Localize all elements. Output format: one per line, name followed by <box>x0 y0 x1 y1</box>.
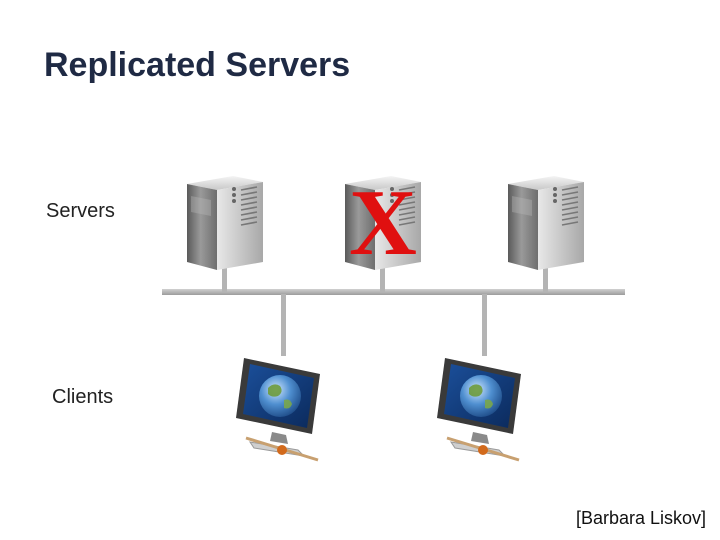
desktop-monitor-globe-icon <box>236 358 320 462</box>
clients-label: Clients <box>52 386 114 408</box>
server-tower-icon <box>187 176 263 270</box>
server-1 <box>187 176 263 270</box>
slide-title: Replicated Servers <box>44 46 351 84</box>
x-mark-icon: X <box>349 171 417 275</box>
server-2-failed: X <box>345 171 421 275</box>
desktop-monitor-globe-icon <box>437 358 521 462</box>
server-3 <box>508 176 584 270</box>
client-2 <box>437 358 521 462</box>
servers-label: Servers <box>46 200 115 222</box>
server-link-1 <box>222 266 227 292</box>
server-tower-icon <box>508 176 584 270</box>
client-link-2 <box>482 294 487 356</box>
server-tower-icon <box>345 176 421 270</box>
server-link-3 <box>543 266 548 292</box>
server-link-2 <box>380 266 385 292</box>
attribution-credit: [Barbara Liskov] <box>575 508 706 528</box>
network-bus <box>162 289 625 295</box>
client-link-1 <box>281 294 286 356</box>
client-1 <box>236 358 320 462</box>
